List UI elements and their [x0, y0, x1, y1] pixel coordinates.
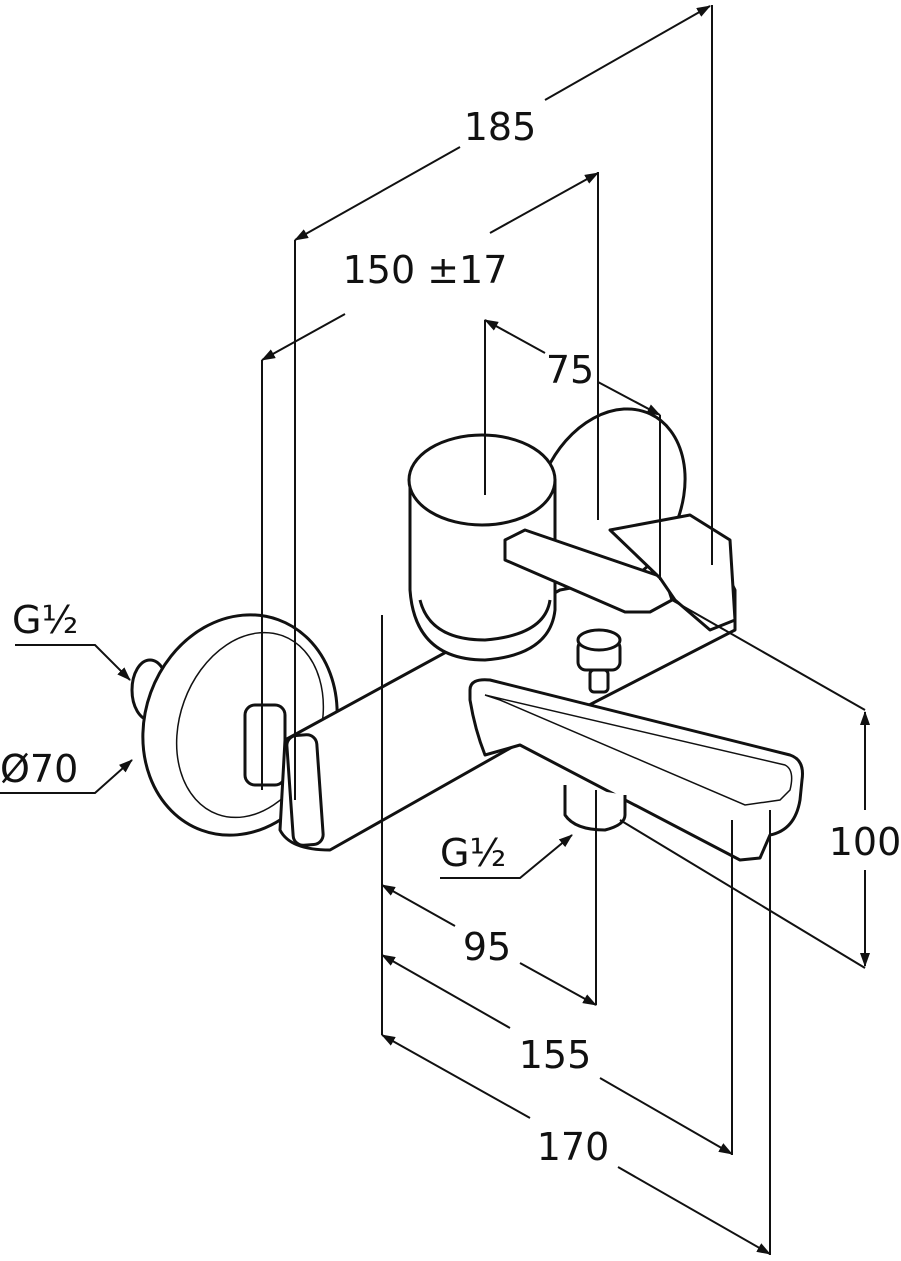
label-inlet-thread: G½	[12, 598, 78, 642]
dim-170: 170	[537, 1125, 610, 1169]
extension-lines	[261, 5, 866, 1255]
dim-150: 150 ±17	[343, 248, 508, 292]
dim-185: 185	[464, 105, 537, 149]
faucet-body	[130, 407, 804, 862]
handle-cartridge	[407, 433, 557, 662]
dim-155: 155	[519, 1033, 592, 1077]
dim-95: 95	[463, 925, 511, 969]
dim-75: 75	[546, 348, 594, 392]
lever	[503, 528, 674, 614]
dimension-lines	[0, 5, 870, 1255]
dim-100: 100	[829, 820, 901, 864]
spout	[468, 678, 804, 862]
label-rosette-diameter: Ø70	[0, 747, 78, 791]
diverter-knob	[576, 628, 622, 694]
label-outlet-thread: G½	[440, 831, 506, 875]
